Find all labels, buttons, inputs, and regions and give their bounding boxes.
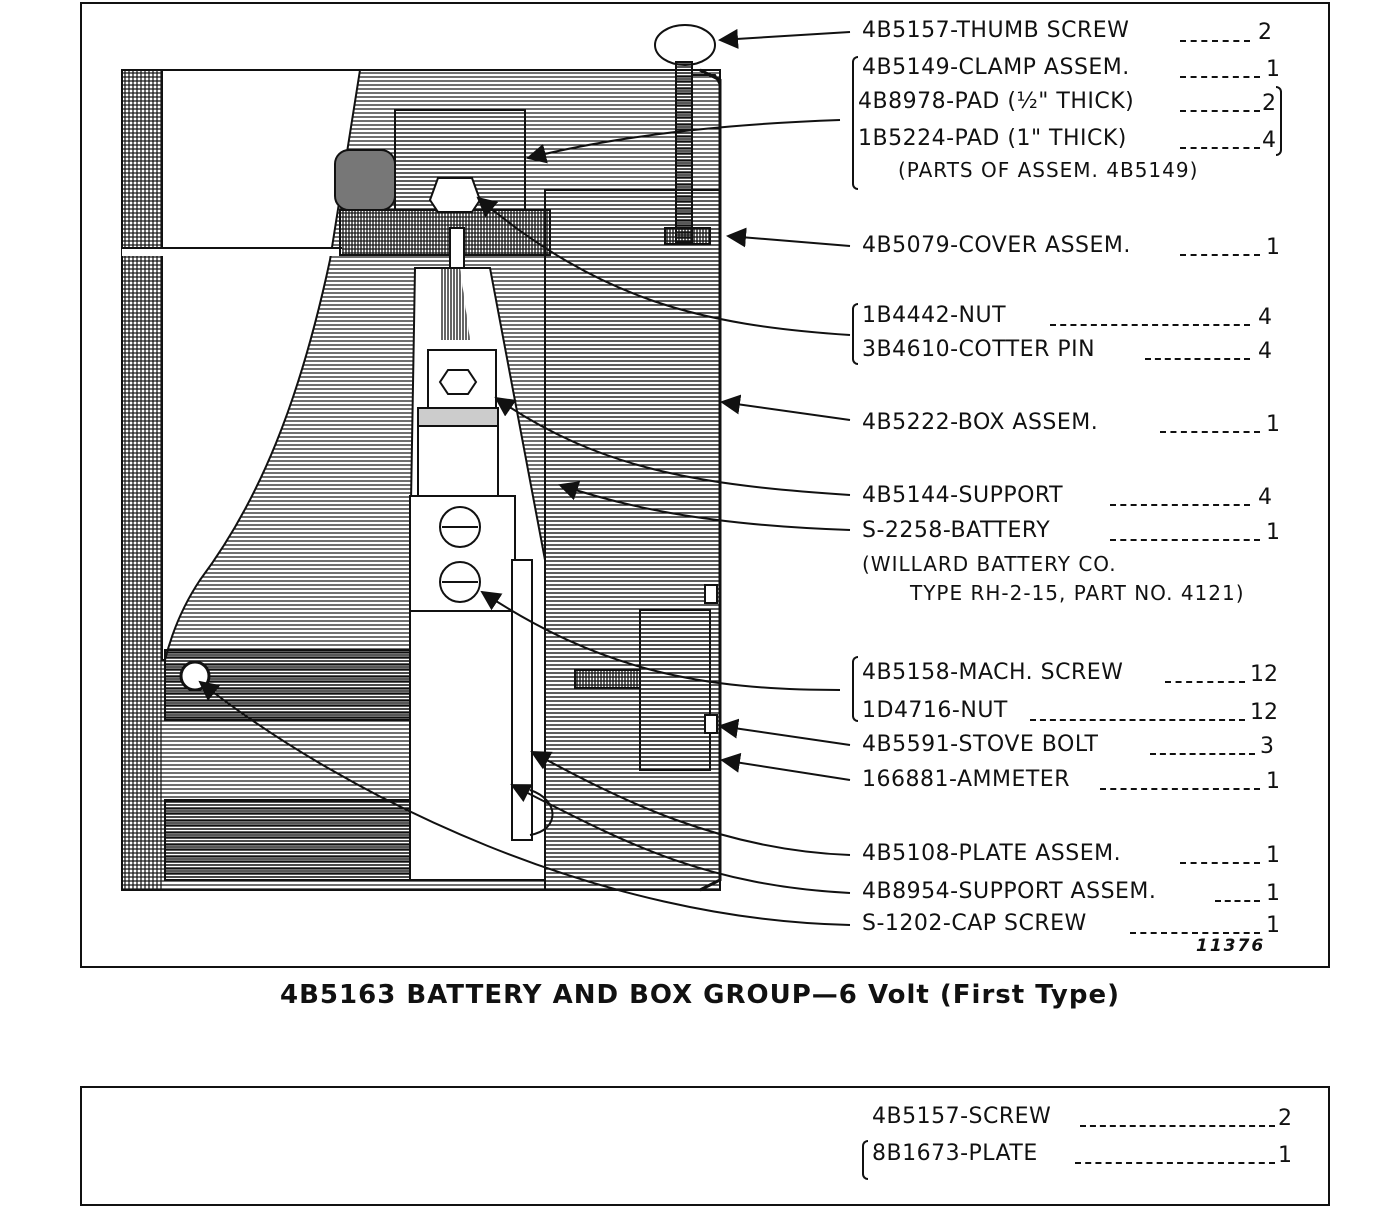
leader-lines: [198, 28, 851, 926]
callout-qty: 3: [1260, 734, 1274, 759]
callout-ammeter: 166881-AMMETER: [862, 767, 1070, 792]
callout-nut: 1B4442-NUT: [862, 303, 1007, 328]
callout-plate: 8B1673-PLATE: [872, 1141, 1038, 1166]
callout-plate-assem: 4B5108-PLATE ASSEM.: [862, 841, 1122, 866]
leader-dash: [1150, 753, 1255, 755]
callout-qty: 2: [1258, 20, 1272, 45]
callout-qty: 1: [1266, 843, 1280, 868]
callout-nut-12: 1D4716-NUT: [862, 698, 1008, 723]
callout-cover-assem: 4B5079-COVER ASSEM.: [862, 233, 1131, 258]
callout-box-assem: 4B5222-BOX ASSEM.: [862, 410, 1099, 435]
leader-dash: [1180, 76, 1260, 78]
leader-dash: [1075, 1162, 1275, 1164]
group-brace-mach-screw: [852, 656, 858, 722]
callout-support: 4B5144-SUPPORT: [862, 483, 1064, 508]
leader-dash: [1080, 1125, 1275, 1127]
leader-dash: [1100, 788, 1260, 790]
callout-pad-half: 4B8978-PAD (½" THICK): [858, 89, 1135, 114]
callout-qty: 2: [1262, 91, 1276, 116]
leader-dash: [1180, 40, 1250, 42]
leader-dash: [1180, 862, 1260, 864]
figure-caption: 4B5163 BATTERY AND BOX GROUP—6 Volt (Fir…: [280, 980, 1120, 1010]
callout-qty: 1: [1266, 412, 1280, 437]
callout-mach-screw: 4B5158-MACH. SCREW: [862, 660, 1124, 685]
leader-dash: [1180, 147, 1260, 149]
callout-qty: 1: [1266, 520, 1280, 545]
figure-number: 11376: [1196, 936, 1266, 956]
group-brace-pads: [1276, 86, 1282, 156]
callout-qty: 4: [1258, 339, 1272, 364]
leader-dash: [1110, 504, 1250, 506]
callout-screw: 4B5157-SCREW: [872, 1104, 1052, 1129]
callout-battery-type: TYPE RH-2-15, PART NO. 4121): [910, 581, 1245, 605]
thumb-screw: [654, 24, 721, 245]
ammeter: [574, 584, 718, 771]
callout-stove-bolt: 4B5591-STOVE BOLT: [862, 732, 1099, 757]
callout-pad-one: 1B5224-PAD (1" THICK): [858, 126, 1127, 151]
callout-qty: 1: [1266, 57, 1280, 82]
leader-dash: [1145, 358, 1250, 360]
callout-qty: 4: [1258, 305, 1272, 330]
callout-thumb-screw: 4B5157-THUMB SCREW: [862, 18, 1130, 43]
leader-dash: [1160, 431, 1260, 433]
callout-qty: 1: [1278, 1143, 1292, 1168]
leader-dash: [1050, 324, 1250, 326]
callout-qty: 1: [1266, 769, 1280, 794]
callout-support-assem: 4B8954-SUPPORT ASSEM.: [862, 879, 1157, 904]
callout-qty: 1: [1266, 913, 1280, 938]
callout-qty: 2: [1278, 1106, 1292, 1131]
callout-clamp-assem: 4B5149-CLAMP ASSEM.: [862, 55, 1130, 80]
leader-dash: [1110, 539, 1260, 541]
callout-qty: 1: [1266, 235, 1280, 260]
callout-qty: 12: [1250, 700, 1278, 725]
callout-cap-screw: S-1202-CAP SCREW: [862, 911, 1087, 936]
leader-dash: [1130, 932, 1260, 934]
battery-box-illustration: [121, 24, 863, 1173]
callout-battery: S-2258-BATTERY: [862, 518, 1051, 543]
leader-dash: [1180, 254, 1260, 256]
callout-qty: 12: [1250, 662, 1278, 687]
callout-cotter-pin: 3B4610-COTTER PIN: [862, 337, 1096, 362]
callout-qty: 4: [1258, 485, 1272, 510]
diagram-frame-second: [80, 1086, 1330, 1206]
group-brace-clamp: [852, 56, 858, 190]
leader-dash: [1180, 110, 1260, 112]
group-brace-plate: [862, 1140, 868, 1180]
leader-dash: [1165, 681, 1245, 683]
leader-dash: [1215, 900, 1260, 902]
leader-dash: [1030, 719, 1245, 721]
callout-qty: 4: [1262, 128, 1276, 153]
callout-parts-note: (PARTS OF ASSEM. 4B5149): [898, 158, 1199, 182]
callout-qty: 1: [1266, 881, 1280, 906]
group-brace-nut: [852, 303, 858, 365]
callout-battery-maker: (WILLARD BATTERY CO.: [862, 552, 1117, 576]
